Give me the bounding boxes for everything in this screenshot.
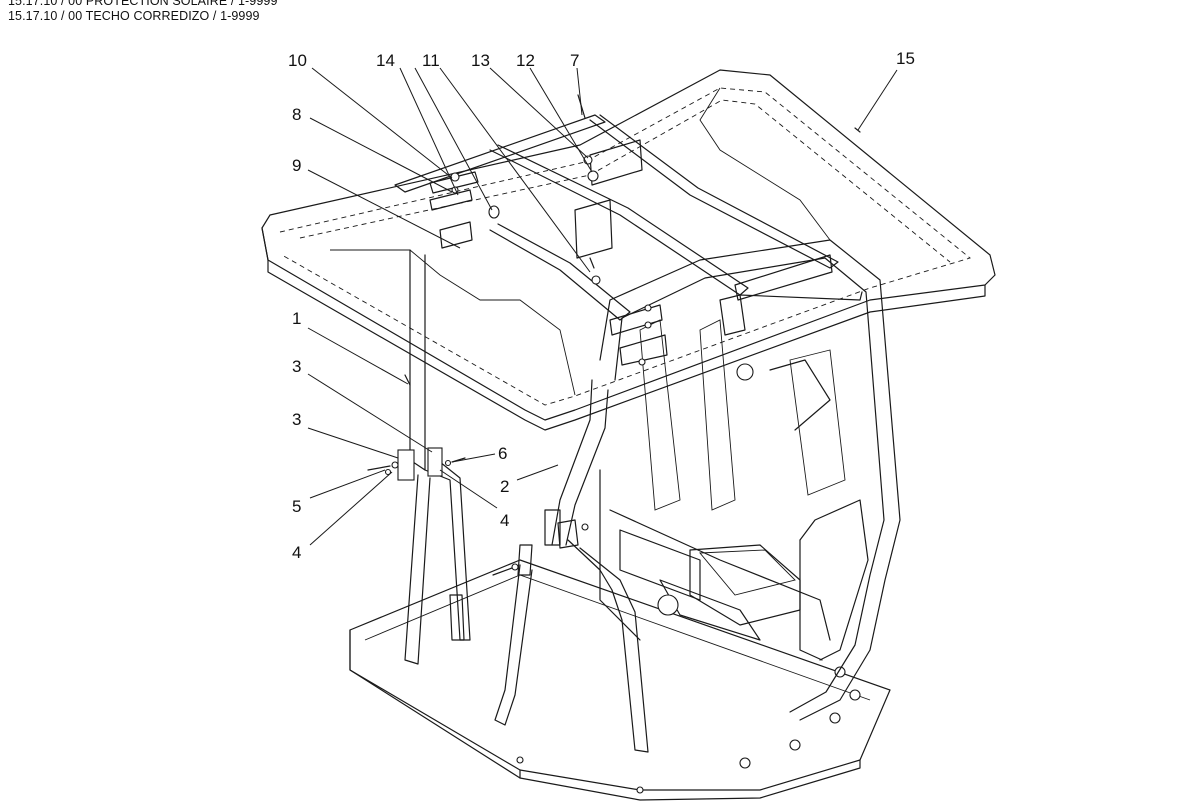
callout-2: 2 (500, 477, 509, 496)
header-line-french: 15.17.10 / 00 PROTECTION SOLAIRE / 1-999… (8, 0, 278, 8)
cab-rear-frame (599, 239, 901, 721)
header-line-spanish: 15.17.10 / 00 TECHO CORREDIZO / 1-9999 (8, 9, 260, 23)
callout-labels: 10 14 11 13 12 7 15 8 9 1 3 3 6 2 5 4 4 (288, 49, 915, 562)
page-header: 15.17.10 / 00 PROTECTION SOLAIRE / 1-999… (8, 0, 708, 24)
sun-roof-panel (261, 69, 996, 431)
leader-lines (307, 67, 898, 546)
callout-12: 12 (516, 51, 535, 70)
callout-11: 11 (422, 51, 440, 70)
callout-3-lower: 3 (292, 410, 301, 429)
front-pillars (397, 249, 649, 753)
roof-mounting-hardware (394, 114, 863, 366)
callout-13: 13 (471, 51, 490, 70)
callout-6: 6 (498, 444, 507, 463)
callout-14: 14 (376, 51, 395, 70)
callout-5: 5 (292, 497, 301, 516)
callout-9: 9 (292, 156, 301, 175)
callout-7: 7 (570, 51, 579, 70)
callout-3-upper: 3 (292, 357, 301, 376)
callout-4-right: 4 (500, 511, 509, 530)
callout-8: 8 (292, 105, 301, 124)
callout-15: 15 (896, 49, 915, 68)
callout-1: 1 (292, 309, 301, 328)
callout-10: 10 (288, 51, 307, 70)
callout-4-left: 4 (292, 543, 301, 562)
